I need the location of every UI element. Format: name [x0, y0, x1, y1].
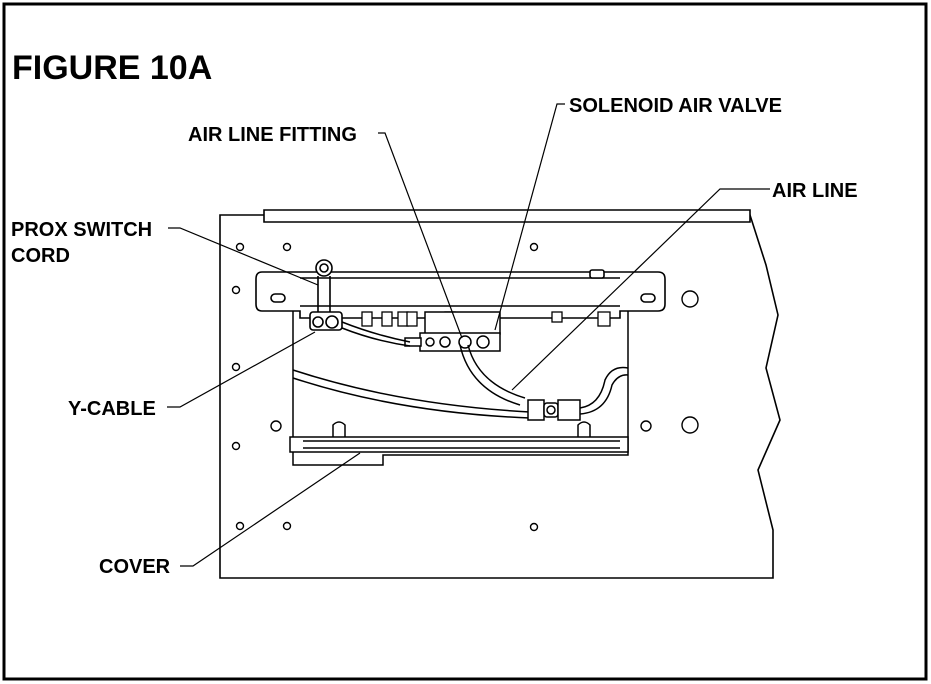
callout-prox-switch-cord-line1: PROX SWITCH [11, 219, 152, 241]
callout-cover: COVER [99, 556, 171, 578]
callout-air-line-fitting: AIR LINE FITTING [188, 124, 357, 146]
air-line-fitting-assembly [527, 399, 581, 421]
callout-y-cable: Y-CABLE [68, 398, 156, 420]
prox-switch [309, 259, 343, 331]
valve-housing [289, 304, 629, 466]
callout-air-line: AIR LINE [772, 180, 858, 202]
leader-lines [167, 103, 770, 567]
mounting-bracket [255, 269, 666, 319]
solenoid-valve-block [404, 311, 501, 352]
callout-prox-switch-cord-line2: CORD [11, 245, 70, 267]
callout-solenoid-air-valve: SOLENOID AIR VALVE [569, 95, 782, 117]
cables [292, 321, 629, 419]
figure-title: FIGURE 10A [12, 49, 212, 87]
